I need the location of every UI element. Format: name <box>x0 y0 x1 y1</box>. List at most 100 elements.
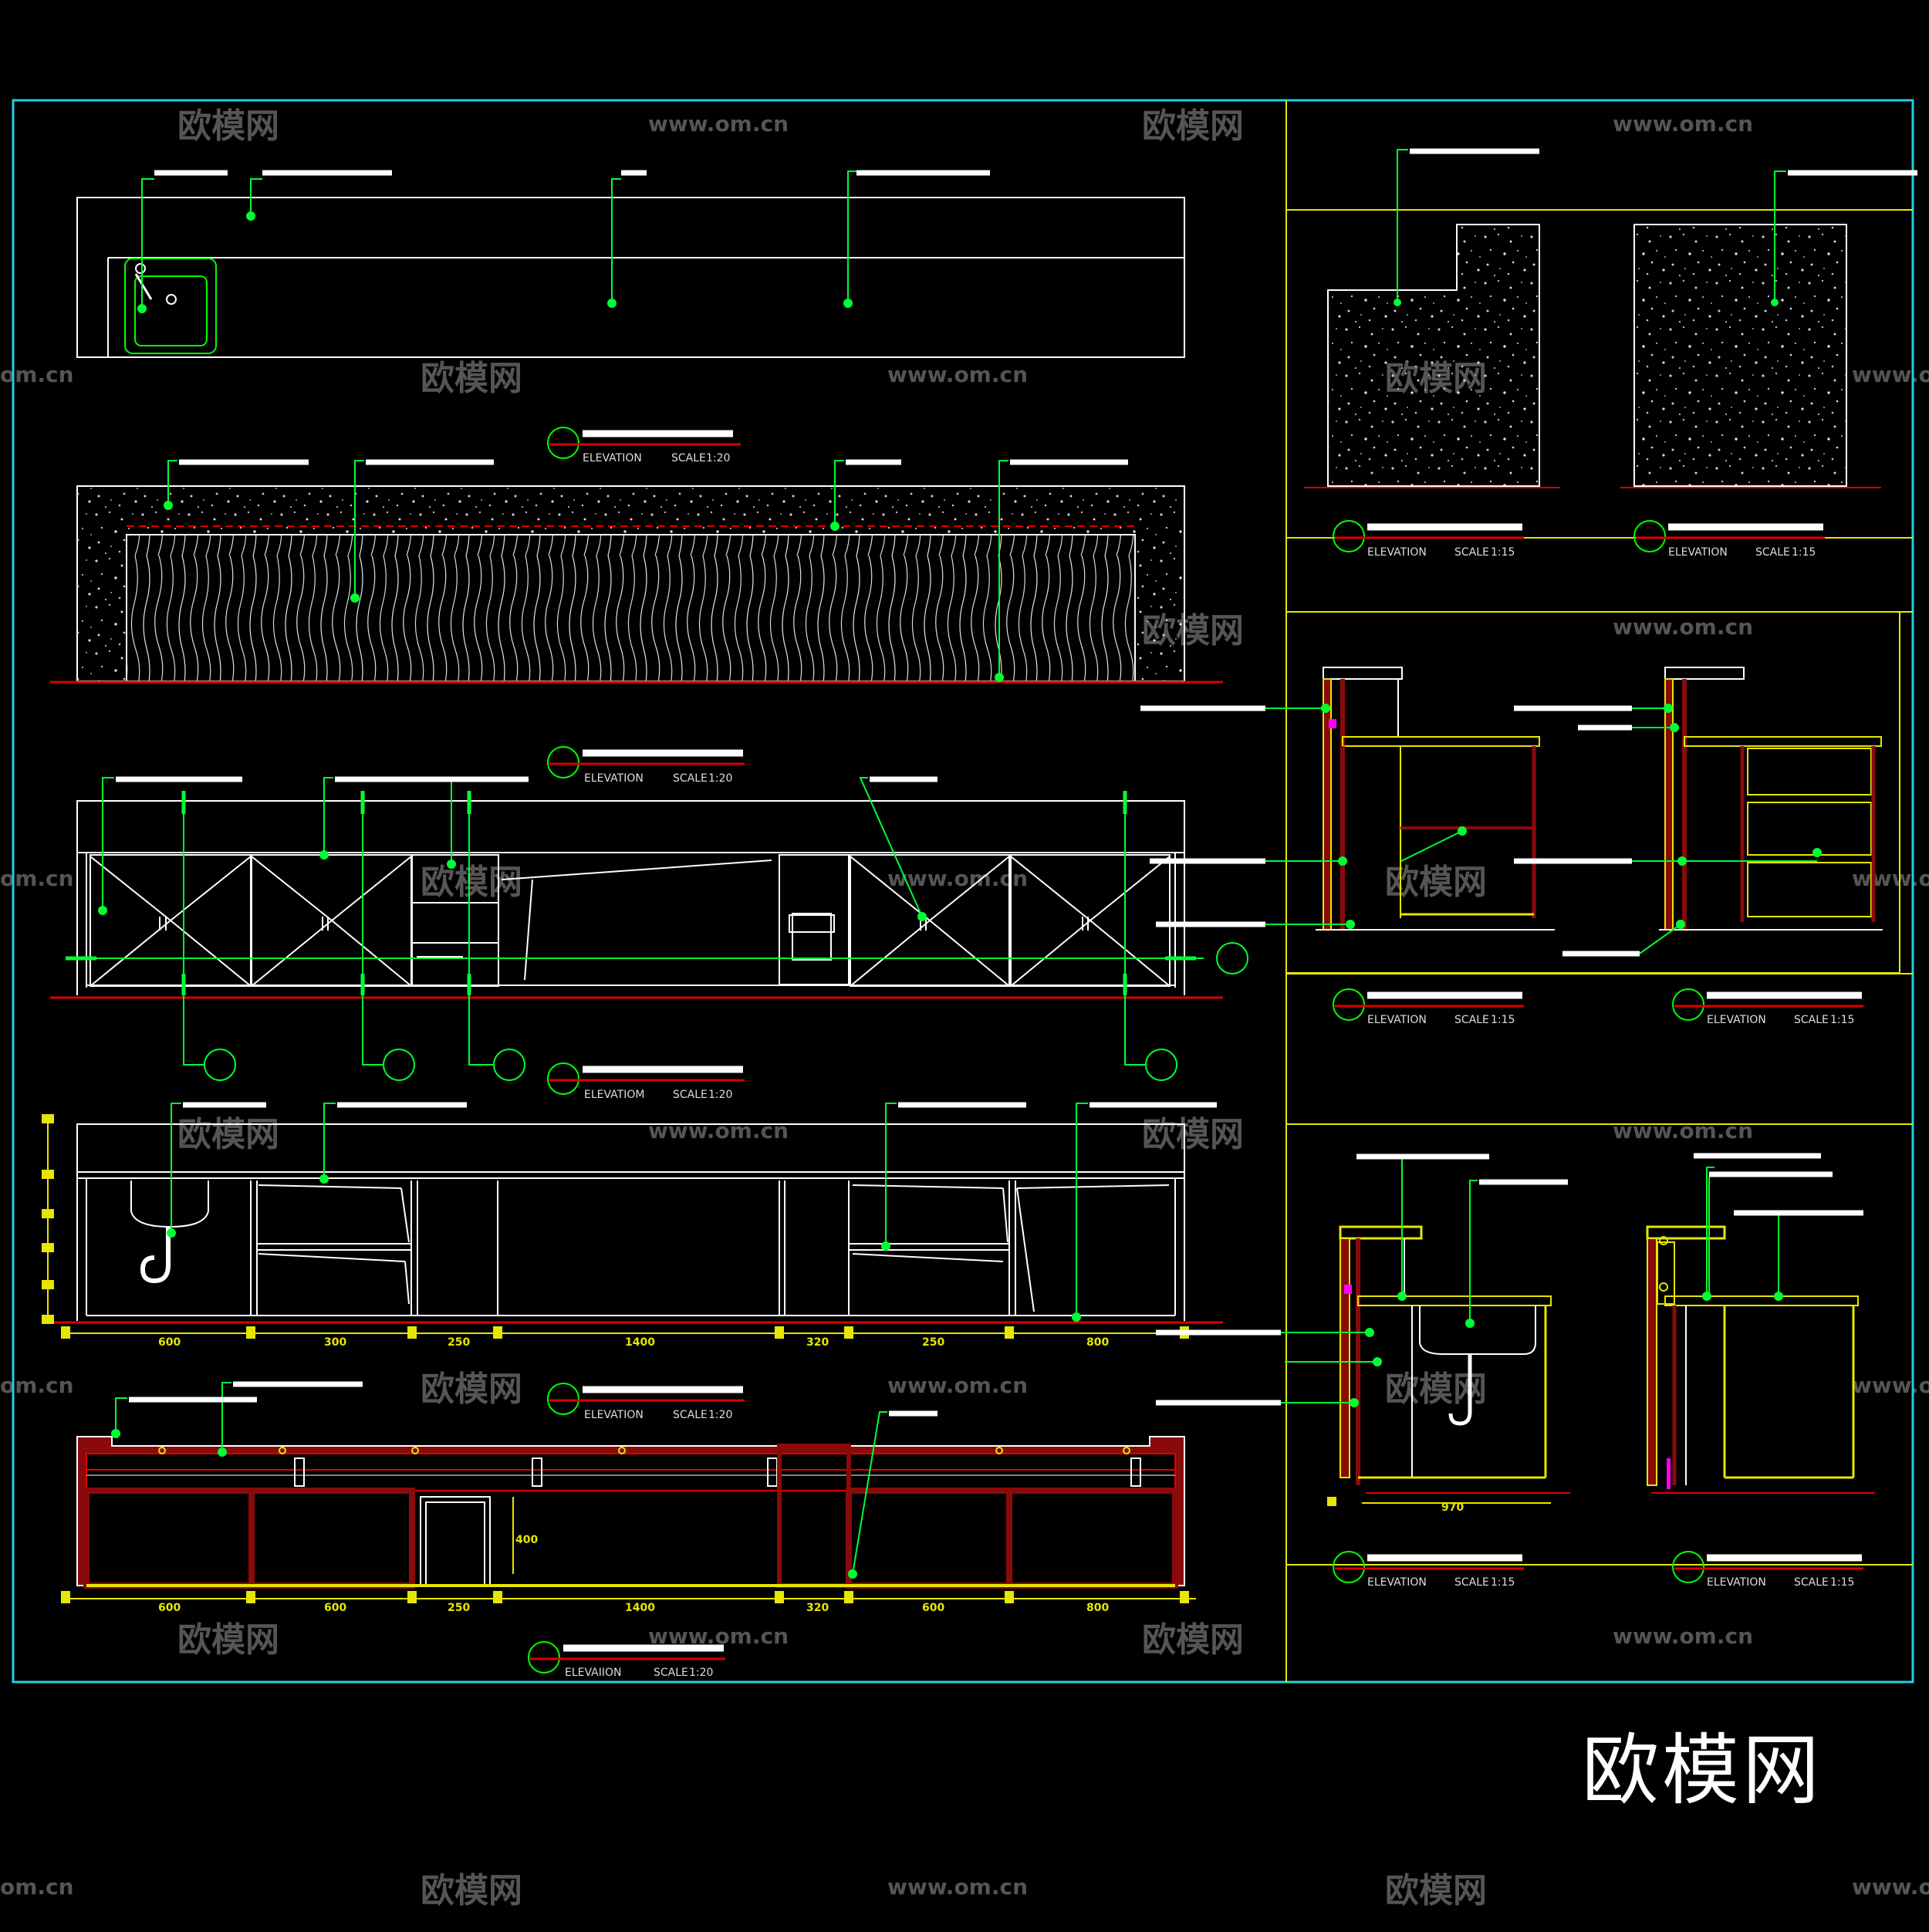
plan-leaders <box>137 171 856 313</box>
title-elevation: ELEVATION <box>1367 546 1427 559</box>
counter-front-elevation <box>50 459 1223 684</box>
watermark-logo: 欧模网 <box>421 1370 522 1409</box>
counter-back-elevation <box>76 800 1185 995</box>
counter-section-view: 400 <box>76 1436 1185 1589</box>
counter-plan-view <box>76 170 1185 358</box>
title-elevation: ELEVAIION <box>565 1667 622 1679</box>
title-scale-label: SCALE <box>673 1409 708 1421</box>
watermark-logo: 欧模网 <box>177 1620 279 1660</box>
section-bubble-icon <box>1333 520 1365 552</box>
dimension-text: 600 600 250 1400 320 600 800 <box>158 1602 1109 1614</box>
watermark-logo: 欧模网 <box>421 359 522 398</box>
title-scale-value: 1:20 <box>708 1089 732 1101</box>
detail-section-2 <box>1659 667 1883 931</box>
section-bubble-icon <box>1672 1551 1704 1583</box>
title-block: ELEVATION SCALE 1:20 <box>547 746 745 785</box>
title-scale-label: SCALE <box>671 452 706 464</box>
section-bubble-icon <box>493 1049 525 1081</box>
watermark-url: om.cn <box>0 1874 74 1900</box>
title-block: ELEVATION SCALE 1:15 <box>1633 520 1825 559</box>
section-bubble-icon <box>547 427 579 459</box>
sink-icon <box>1419 1305 1536 1355</box>
title-elevation: ELEVATIOM <box>584 1089 644 1101</box>
watermark-url: www.om.cn <box>887 362 1028 387</box>
title-block: ELEVATION SCALE 1:15 <box>1672 988 1863 1026</box>
section-bubble-icon <box>1145 1049 1177 1081</box>
dim-250: 250 <box>448 1336 470 1349</box>
title-scale-label: SCALE <box>654 1667 688 1679</box>
watermark-url: www.om.cn <box>887 1373 1028 1398</box>
title-scale-label: SCALE <box>673 1089 708 1101</box>
section-bubble-icon <box>528 1641 560 1674</box>
title-scale-label: SCALE <box>1454 546 1489 559</box>
counter-inner-elevation <box>76 1123 1185 1321</box>
section-bubble-icon <box>1672 988 1704 1021</box>
dim-600: 600 <box>324 1602 346 1614</box>
detail-cabinet-section <box>1646 1225 1875 1494</box>
section-bubble-icon <box>547 746 579 779</box>
watermark-logo: 欧模网 <box>1385 1871 1487 1910</box>
title-block: ELEVAIION SCALE 1:20 <box>528 1641 725 1679</box>
title-block: ELEVATIOM SCALE 1:20 <box>547 1062 745 1101</box>
title-scale-label: SCALE <box>1755 546 1790 559</box>
watermark-url: www.om.cn <box>1613 614 1753 640</box>
title-scale-value: 1:20 <box>708 1409 732 1421</box>
title-scale-label: SCALE <box>1454 1014 1489 1026</box>
sink-icon <box>130 1180 209 1228</box>
watermark-url: www.om.cn <box>887 866 1028 891</box>
watermark-logo: 欧模网 <box>177 106 279 146</box>
watermark-url: www.om.cn <box>1613 1118 1753 1143</box>
watermark-logo: 欧模网 <box>1142 1620 1244 1660</box>
dim-320: 320 <box>806 1602 829 1614</box>
dim-600: 600 <box>158 1336 181 1349</box>
watermark-url: om.cn <box>0 1373 74 1398</box>
section-bubble-icon <box>547 1383 579 1415</box>
title-scale-value: 1:15 <box>1491 1576 1515 1589</box>
title-scale-value: 1:15 <box>1830 1576 1854 1589</box>
sink-icon <box>124 258 217 354</box>
watermark-url: www.om.cn <box>1613 1623 1753 1649</box>
title-scale-label: SCALE <box>1454 1576 1489 1589</box>
dim-250: 250 <box>448 1602 470 1614</box>
watermark-url: om.cn <box>0 362 74 387</box>
watermark-logo: 欧模网 <box>421 1871 522 1910</box>
title-block: ELEVATION SCALE 1:15 <box>1333 988 1524 1026</box>
watermark-url: www.om.cn <box>648 111 789 137</box>
watermark-logo: 欧模网 <box>1142 1115 1244 1154</box>
section-bubble-icon <box>1633 520 1666 552</box>
watermark-logo: 欧模网 <box>177 1115 279 1154</box>
dim-1400: 1400 <box>625 1602 655 1614</box>
dim-320: 320 <box>806 1336 829 1349</box>
detail-section-1 <box>1316 667 1555 931</box>
title-elevation: ELEVATION <box>584 1409 644 1421</box>
brand-logo: 欧模网 <box>1582 1725 1823 1815</box>
wood-grain-pattern <box>126 534 1136 682</box>
watermark-url: www.om.cn <box>887 1874 1028 1900</box>
section-bubble-icon <box>204 1049 236 1081</box>
title-block: ELEVATION SCALE 1:20 <box>547 427 741 464</box>
stone-panel-left <box>1304 148 1560 488</box>
section-bubble-icon <box>1333 988 1365 1021</box>
title-elevation: ELEVATION <box>1707 1576 1766 1589</box>
title-scale-value: 1:20 <box>689 1667 713 1679</box>
title-elevation: ELEVATION <box>583 452 642 464</box>
title-block: ELEVATION SCALE 1:20 <box>547 1383 745 1421</box>
title-scale-label: SCALE <box>1794 1014 1829 1026</box>
title-elevation: ELEVATION <box>584 772 644 785</box>
watermark-logo: 欧模网 <box>1385 863 1487 902</box>
title-scale-value: 1:15 <box>1830 1014 1854 1026</box>
drawing-frame <box>12 99 1914 1684</box>
drain-pipe-icon <box>140 1227 171 1284</box>
title-scale-value: 1:20 <box>706 452 730 464</box>
title-elevation: ELEVATION <box>1707 1014 1766 1026</box>
watermark-url: www.om.cn <box>1852 1373 1929 1398</box>
dim-600: 600 <box>158 1602 181 1614</box>
watermark-url: www.om.cn <box>1852 1874 1929 1900</box>
title-elevation: ELEVATION <box>1367 1014 1427 1026</box>
section-bubble-icon <box>1333 1551 1365 1583</box>
watermark-logo: 欧模网 <box>1142 106 1244 146</box>
title-scale-label: SCALE <box>673 772 708 785</box>
watermark-url: om.cn <box>0 866 74 891</box>
